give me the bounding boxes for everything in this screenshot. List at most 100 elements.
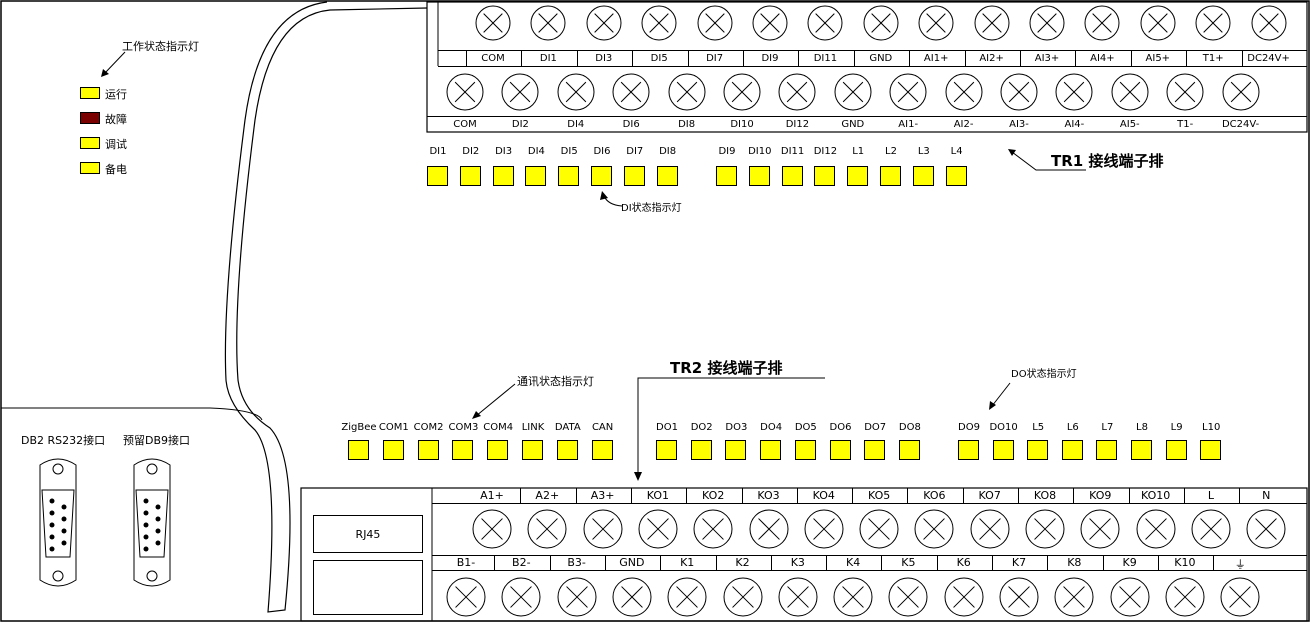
tr1-terminal-screw[interactable] (889, 73, 927, 111)
do-led-label: DO9 (958, 422, 980, 433)
tr1-terminal-label: COM (481, 53, 505, 64)
di-led (427, 166, 448, 186)
tr2-terminal-screw[interactable] (804, 509, 844, 549)
tr2-terminal-label: KO7 (978, 489, 1001, 502)
divider (1020, 50, 1021, 66)
tr2-terminal-screw[interactable] (1220, 577, 1260, 617)
tr2-terminal-screw[interactable] (749, 509, 789, 549)
divider (521, 50, 523, 66)
tr1-terminal-screw[interactable] (1055, 73, 1093, 111)
tr1-terminal-screw[interactable] (530, 5, 566, 41)
tr2-terminal-screw[interactable] (999, 577, 1039, 617)
tr1-terminal-screw[interactable] (834, 73, 872, 111)
tr1-terminal-screw[interactable] (1084, 5, 1120, 41)
tr1-terminal-label: DI11 (813, 53, 838, 64)
tr1-terminal-screw[interactable] (1111, 73, 1149, 111)
tr2-terminal-label: A3+ (590, 489, 615, 502)
tr1-terminal-screw[interactable] (475, 5, 511, 41)
tr2-terminal-screw[interactable] (527, 509, 567, 549)
tr2-terminal-screw[interactable] (859, 509, 899, 549)
do-led (656, 440, 677, 460)
tr2-terminal-screw[interactable] (1191, 509, 1231, 549)
tr1-terminal-screw[interactable] (668, 73, 706, 111)
divider (432, 503, 1307, 504)
tr1-terminal-screw[interactable] (586, 5, 622, 41)
tr1-terminal-screw[interactable] (974, 5, 1010, 41)
tr1-terminal-screw[interactable] (1140, 5, 1176, 41)
db9-reserved-connector (133, 458, 171, 587)
tr2-terminal-screw[interactable] (612, 577, 652, 617)
rj45-port: RJ45 (313, 515, 423, 553)
tr1-terminal-screw[interactable] (641, 5, 677, 41)
tr1-terminal-screw[interactable] (863, 5, 899, 41)
tr1-title: TR1 接线端子排 (1051, 152, 1164, 170)
tr1-terminal-screw[interactable] (918, 5, 954, 41)
comm-led (417, 440, 439, 460)
divider (687, 50, 689, 66)
tr1-terminal-screw[interactable] (807, 5, 843, 41)
di-led (656, 166, 678, 186)
tr2-terminal-label: KO4 (812, 489, 835, 502)
tr1-terminal-label: DI8 (678, 119, 696, 130)
tr2-terminal-screw[interactable] (833, 577, 873, 617)
tr2-terminal-screw[interactable] (1165, 577, 1205, 617)
tr1-terminal-screw[interactable] (778, 73, 816, 111)
do-led-label: DO6 (829, 422, 852, 433)
tr2-terminal-screw[interactable] (778, 577, 818, 617)
do-led-label: L7 (1101, 422, 1114, 433)
tr2-terminal-screw[interactable] (446, 577, 486, 617)
tr1-terminal-screw[interactable] (1029, 5, 1065, 41)
comm-led-label: DATA (554, 422, 581, 433)
tr1-terminal-screw[interactable] (1251, 5, 1287, 41)
do-led-label: DO10 (989, 422, 1018, 433)
divider (770, 555, 772, 570)
tr2-terminal-screw[interactable] (583, 509, 623, 549)
tr1-terminal-screw[interactable] (697, 5, 733, 41)
tr2-terminal-screw[interactable] (501, 577, 541, 617)
tr1-terminal-screw[interactable] (752, 5, 788, 41)
tr2-terminal-screw[interactable] (472, 509, 512, 549)
divider (962, 488, 964, 503)
tr2-terminal-screw[interactable] (1025, 509, 1065, 549)
tr1-terminal-screw[interactable] (1222, 73, 1260, 111)
di-led-label: L1 (852, 146, 865, 157)
tr2-terminal-screw[interactable] (888, 577, 928, 617)
tr2-terminal-screw[interactable] (914, 509, 954, 549)
tr2-terminal-screw[interactable] (638, 509, 678, 549)
tr2-terminal-screw[interactable] (970, 509, 1010, 549)
tr2-terminal-screw[interactable] (693, 509, 733, 549)
tr2-terminal-screw[interactable] (1110, 577, 1150, 617)
divider (1075, 50, 1077, 66)
tr2-terminal-screw[interactable] (667, 577, 707, 617)
di-led-label: DI6 (593, 146, 611, 157)
divider (520, 488, 522, 503)
tr2-terminal-screw[interactable] (557, 577, 597, 617)
tr2-terminal-label: A1+ (480, 489, 504, 502)
tr1-terminal-screw[interactable] (557, 73, 595, 111)
do-led-label: DO1 (656, 422, 678, 433)
do-led (992, 440, 1014, 460)
tr1-terminal-screw[interactable] (1166, 73, 1204, 111)
tr2-terminal-screw[interactable] (1136, 509, 1176, 549)
tr1-terminal-screw[interactable] (1000, 73, 1038, 111)
tr1-terminal-screw[interactable] (945, 73, 983, 111)
divider (1073, 488, 1075, 503)
di-led-label: DI3 (495, 146, 513, 157)
tr2-terminal-screw[interactable] (1246, 509, 1286, 549)
divider (604, 555, 606, 570)
tr1-terminal-screw[interactable] (1195, 5, 1231, 41)
di-led (459, 166, 481, 186)
tr1-terminal-screw[interactable] (446, 73, 484, 111)
comm-led (487, 440, 509, 460)
tr1-terminal-screw[interactable] (612, 73, 650, 111)
tr1-terminal-label: DI4 (567, 119, 585, 130)
tr2-terminal-screw[interactable] (1080, 509, 1120, 549)
do-led (1096, 440, 1118, 460)
di-led-label: DI5 (560, 146, 578, 157)
tr2-terminal-screw[interactable] (723, 577, 763, 617)
tr1-terminal-screw[interactable] (723, 73, 761, 111)
tr2-terminal-screw[interactable] (944, 577, 984, 617)
comm-led-label: ZigBee (341, 422, 377, 433)
tr1-terminal-screw[interactable] (501, 73, 539, 111)
tr2-terminal-screw[interactable] (1054, 577, 1094, 617)
